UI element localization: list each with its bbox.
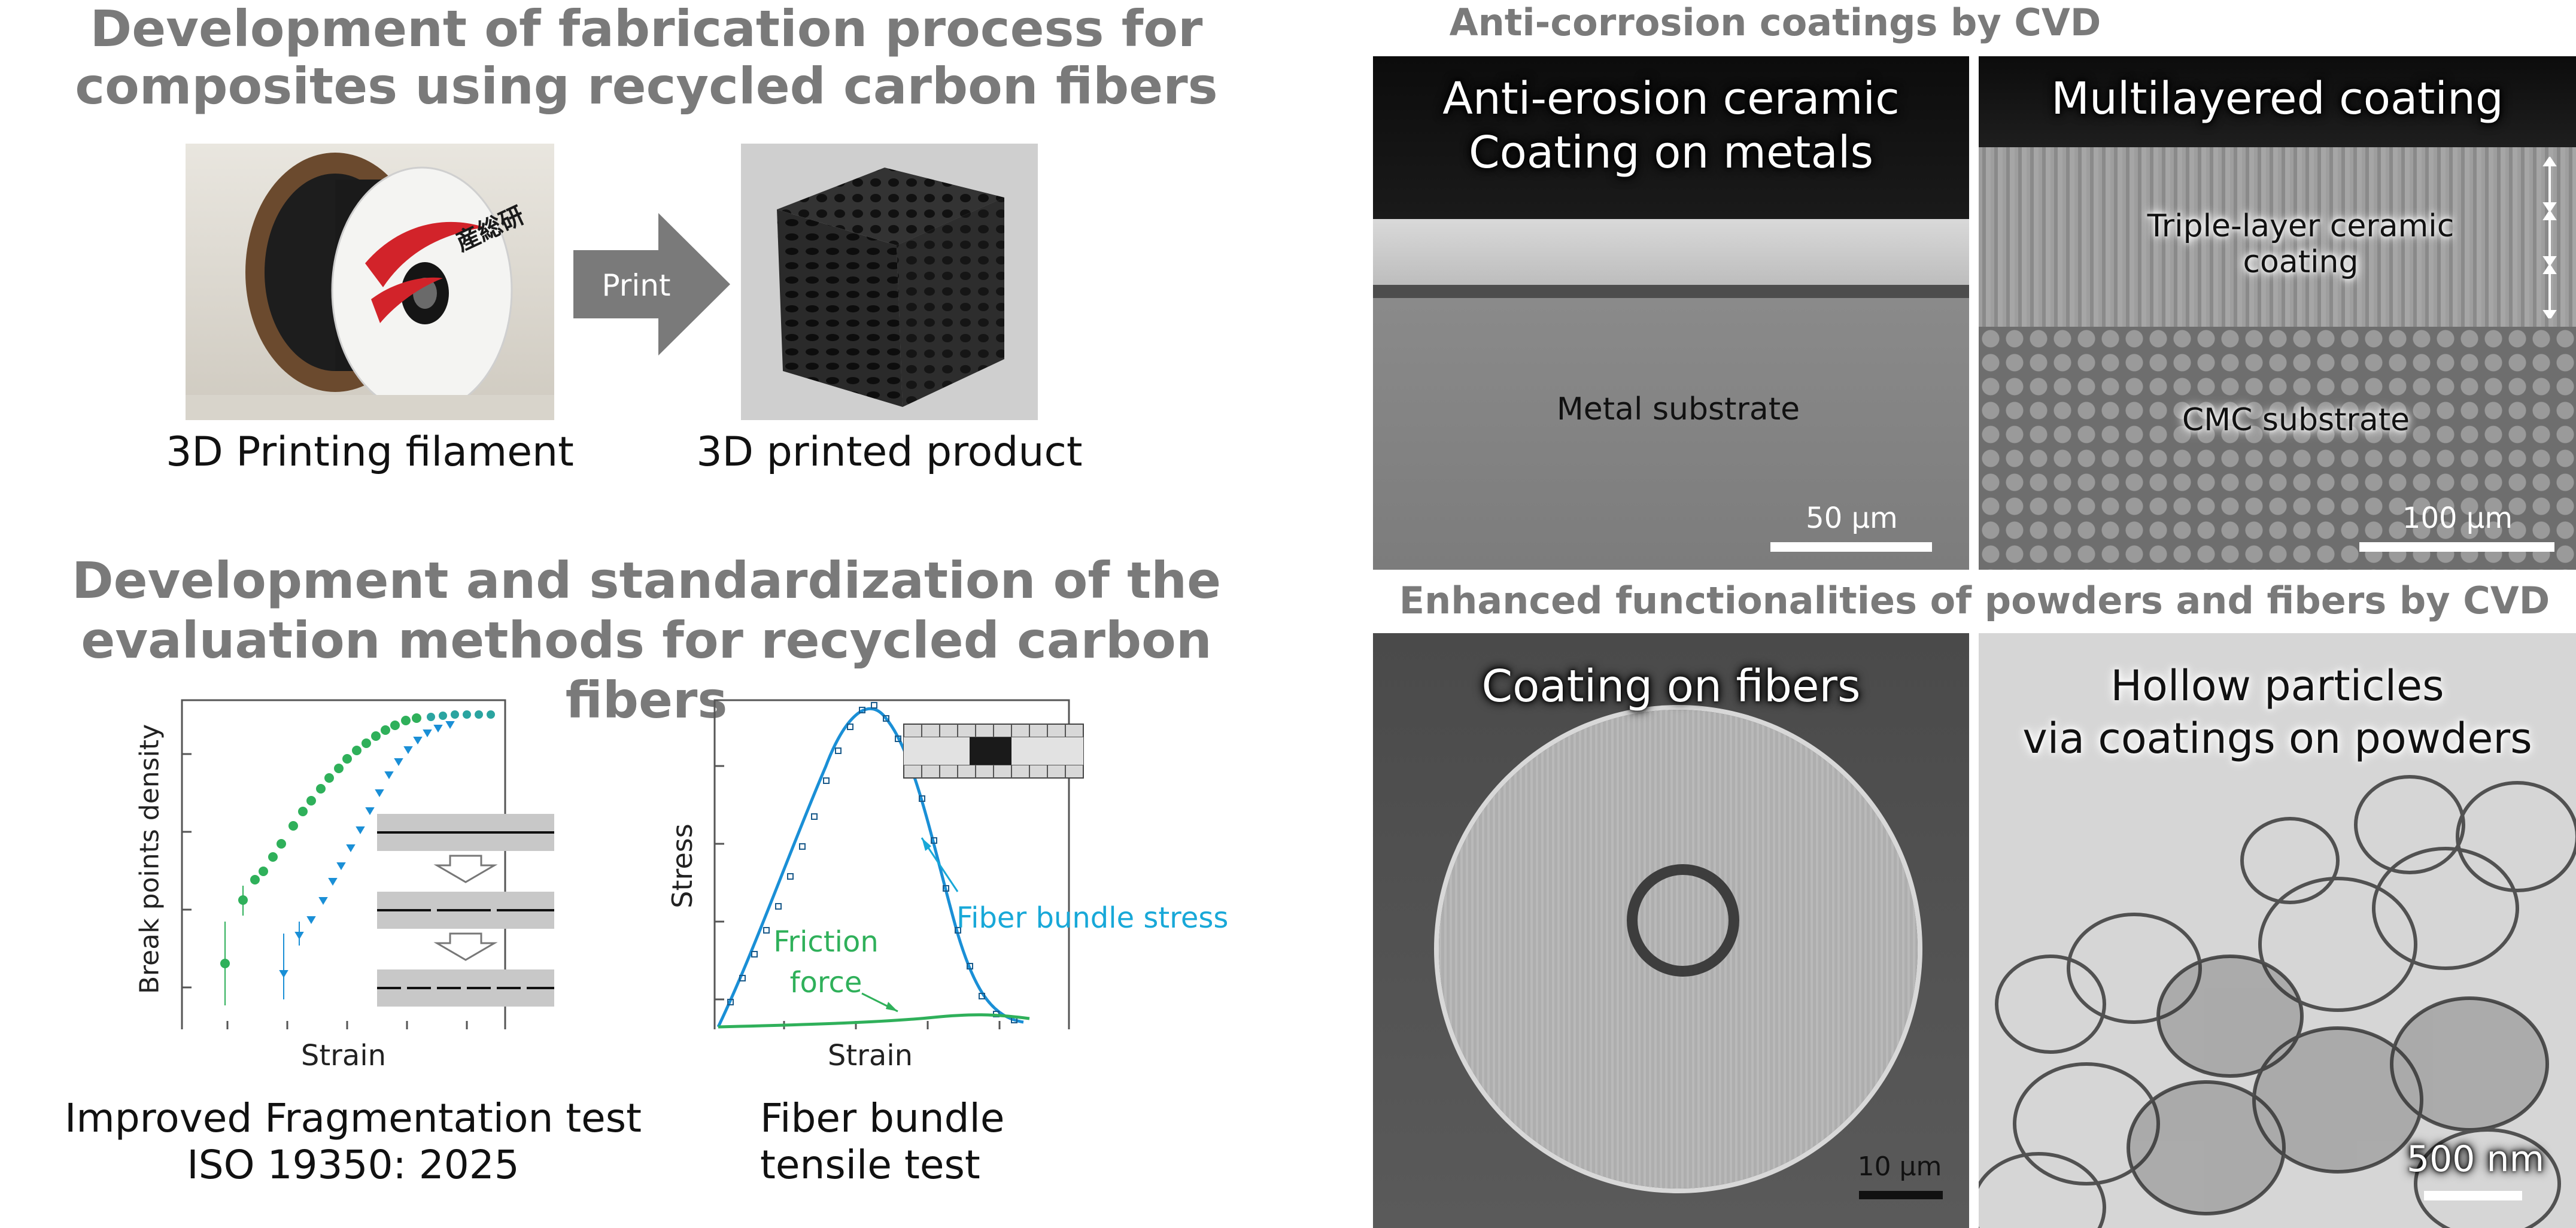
friction-label: Friction force — [754, 922, 898, 1003]
hollow-particles-micrograph: Hollow particles via coatings on powders… — [1979, 633, 2576, 1228]
tensile-caption-line2: tensile test — [760, 1142, 980, 1188]
hollow-panel-title-line1: Hollow particles — [2110, 661, 2444, 710]
evaluation-title-line2: evaluation methods for recycled carbon f… — [81, 611, 1212, 729]
evaluation-title-line1: Development and standardization of the — [71, 551, 1222, 610]
hollow-scale-bar — [2424, 1191, 2522, 1200]
frag-green-series — [220, 713, 421, 1005]
metal-coating-micrograph: Anti-erosion ceramic Coating on metals M… — [1373, 56, 1969, 570]
tensile-specimen-inset — [903, 724, 1084, 779]
fiber-scale-label: 10 μm — [1857, 1151, 1942, 1182]
multi-substrate-label: CMC substrate — [2182, 402, 2410, 438]
metal-scale-bar — [1770, 542, 1932, 552]
frag-caption-line2: ISO 19350: 2025 — [187, 1142, 520, 1188]
fragmentation-chart-svg — [181, 699, 554, 1032]
fiber-scale-bar — [1859, 1191, 1943, 1199]
hollow-scale-label: 500 nm — [2406, 1138, 2545, 1180]
fiber-stress-label: Fiber bundle stress — [956, 901, 1229, 935]
tensile-chart: Stress Fiber bundle stress Friction forc… — [634, 694, 1269, 1032]
hollow-panel-title-line2: via coatings on powders — [2022, 714, 2532, 763]
multi-cmc-substrate-region — [1979, 327, 2576, 570]
fabrication-title-line1: Development of fabrication process for — [90, 0, 1203, 58]
frag-blue-series — [279, 721, 455, 999]
filament-caption: 3D Printing filament — [166, 428, 574, 476]
fiber-stress-markers — [727, 702, 1017, 1023]
multi-layer-label: Triple-layer ceramic coating — [2147, 208, 2455, 280]
frag-xlabel: Strain — [300, 1039, 387, 1072]
hollow-panel-title: Hollow particles via coatings on powders — [1979, 659, 2576, 765]
multi-vacuum-region — [1979, 56, 2576, 147]
metal-panel-title-line2: Coating on metals — [1468, 127, 1874, 178]
frag-upper-curve — [427, 710, 495, 721]
fiber-coating-micrograph: Coating on fibers 10 μm — [1373, 633, 1969, 1228]
fabrication-title: Development of fabrication process for c… — [0, 0, 1293, 115]
fragmentation-chart: Break points density — [120, 694, 575, 1032]
print-arrow-label: Print — [602, 268, 671, 303]
multi-coating-layers — [1979, 147, 2576, 327]
tensile-caption-line1: Fiber bundle — [760, 1095, 1005, 1141]
frag-caption: Improved Fragmentation test ISO 19350: 2… — [24, 1095, 682, 1189]
metal-substrate-region — [1373, 298, 1969, 570]
metal-panel-title-line1: Anti-erosion ceramic — [1442, 73, 1900, 124]
metal-panel-title: Anti-erosion ceramic Coating on metals — [1373, 72, 1969, 180]
printed-cube-photo — [741, 144, 1038, 420]
hollow-particles-texture — [1979, 775, 2576, 1228]
frag-ylabel: Break points density — [134, 724, 165, 995]
filament-spool-photo: 産総研 — [186, 144, 554, 420]
print-arrow: Print — [573, 213, 730, 355]
fabrication-title-line2: composites using recycled carbon fibers — [75, 57, 1218, 115]
friction-label-line1: Friction — [773, 925, 879, 959]
product-caption: 3D printed product — [696, 428, 1083, 476]
layer-thickness-arrows — [2542, 157, 2557, 318]
tensile-chart-svg — [713, 699, 1084, 1032]
friction-curve — [718, 1013, 1030, 1029]
enhanced-functionalities-title: Enhanced functionalities of powders and … — [1399, 579, 2550, 622]
tensile-xlabel: Strain — [827, 1039, 913, 1072]
tensile-ylabel: Stress — [666, 823, 698, 908]
tensile-caption: Fiber bundle tensile test — [760, 1095, 1059, 1189]
multi-scale-label: 100 μm — [2402, 501, 2513, 535]
metal-scale-label: 50 μm — [1806, 501, 1898, 535]
multilayer-micrograph: Multilayered coating Triple-layer cerami… — [1979, 56, 2576, 570]
frag-inset — [377, 814, 554, 1007]
multi-panel-title: Multilayered coating — [2051, 73, 2504, 124]
frag-caption-line1: Improved Fragmentation test — [64, 1095, 642, 1141]
evaluation-title: Development and standardization of the e… — [0, 551, 1293, 730]
friction-label-line2: force — [789, 966, 862, 999]
metal-interface-layer — [1373, 285, 1969, 298]
anti-corrosion-title: Anti-corrosion coatings by CVD — [1449, 1, 2101, 44]
fiber-panel-title: Coating on fibers — [1481, 661, 1861, 712]
fiber-coating-ring — [1627, 864, 1739, 977]
metal-coating-layer — [1373, 219, 1969, 285]
metal-substrate-label: Metal substrate — [1556, 391, 1800, 427]
multi-scale-bar — [2359, 542, 2554, 552]
metal-vacuum-region — [1373, 56, 1969, 219]
